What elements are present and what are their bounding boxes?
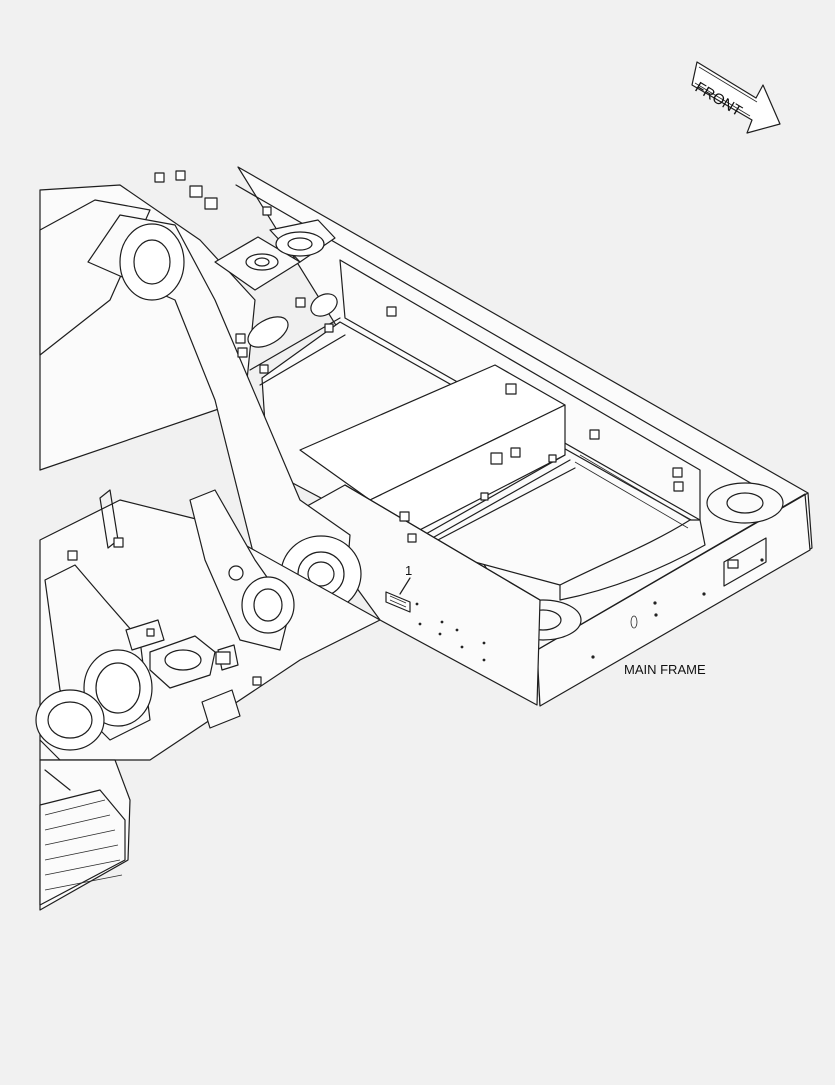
boom-mount: [39, 184, 362, 641]
callout-1: 1: [399, 563, 412, 595]
step-assembly: [39, 739, 131, 911]
callout-number: 1: [405, 563, 412, 578]
lower-brackets: [35, 489, 381, 761]
bolt-blocks: [67, 170, 684, 686]
front-cross-beam: [299, 484, 541, 706]
assembly-label: MAIN FRAME: [624, 662, 706, 677]
front-arrow-icon: FRONT: [691, 61, 781, 134]
